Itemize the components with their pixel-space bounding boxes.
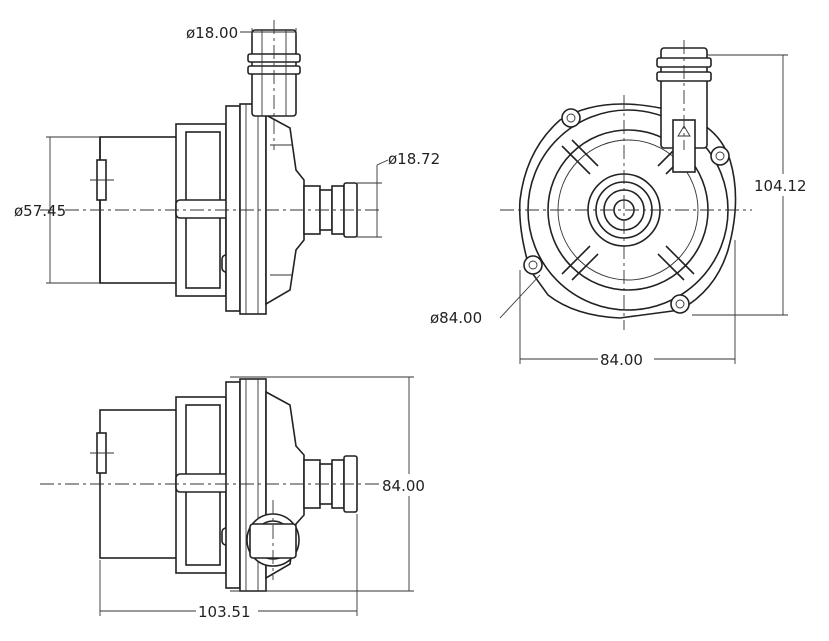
bottom-height-label: 84.00 (382, 477, 425, 495)
front-view: 104.12 84.00 ø84.00 (430, 40, 810, 369)
front-height-label: 104.12 (754, 177, 807, 195)
side-view: ø18.00 ø18.72 ø57.45 (14, 20, 440, 315)
outlet-diameter-label: ø18.72 (388, 150, 440, 168)
motor-diameter-label: ø57.45 (14, 202, 66, 220)
bottom-length-label: 103.51 (198, 603, 251, 621)
inlet-diameter-label: ø18.00 (186, 24, 238, 42)
front-width-label: 84.00 (600, 351, 643, 369)
bottom-view: 84.00 103.51 (40, 376, 436, 621)
mount-circle-diameter-label: ø84.00 (430, 309, 482, 327)
